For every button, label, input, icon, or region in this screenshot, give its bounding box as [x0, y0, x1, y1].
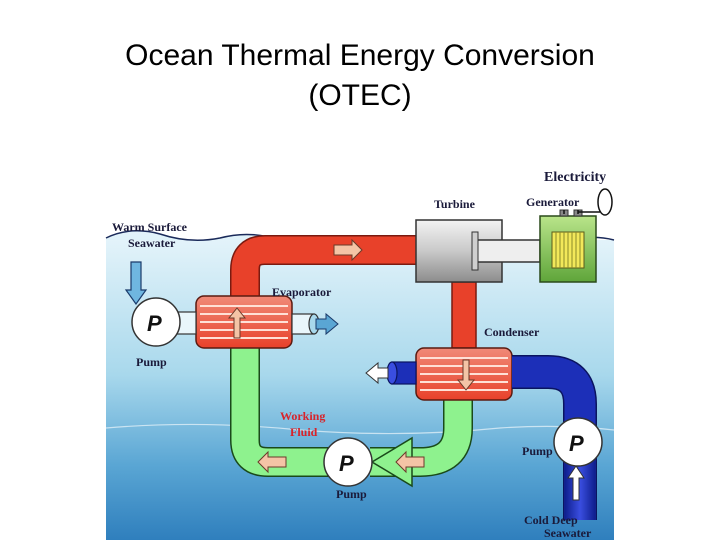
label-pump-working: Pump	[336, 487, 367, 501]
vapor-pipe-evap-to-turbine-fill	[231, 236, 418, 300]
cold-pump: P	[553, 417, 603, 467]
ocean-body	[106, 240, 614, 540]
title-line-1: Ocean Thermal Energy Conversion	[125, 39, 595, 72]
label-pump-cold: Pump	[522, 444, 553, 458]
label-turbine: Turbine	[434, 197, 476, 211]
condenser-flow-arrow	[456, 359, 476, 391]
warm-outlet-arrow	[315, 312, 339, 336]
turbine-shaft-collar	[471, 231, 479, 271]
label-electricity: Electricity	[544, 170, 606, 185]
cold-pump-circle	[553, 417, 603, 467]
electricity-wire	[563, 210, 600, 214]
label-working-fluid-1: Working	[280, 409, 325, 423]
label-cold-deep-2: Seawater	[544, 526, 592, 540]
cold-pump-symbol: P	[569, 431, 584, 456]
turbine	[415, 219, 541, 283]
flow-arrow-liquid-right	[395, 450, 425, 474]
cold-pipe-bend-fill	[512, 356, 596, 520]
flow-arrow-liquid-left	[257, 450, 287, 474]
working-fluid-liquid-loop	[230, 348, 473, 488]
electricity-wire-loop	[597, 188, 613, 216]
condenser	[365, 347, 513, 401]
label-warm-surface-2: Seawater	[128, 236, 176, 250]
title-line-2: (OTEC)	[308, 79, 412, 112]
label-warm-surface-1: Warm Surface	[112, 220, 188, 234]
working-pump-circle	[323, 437, 373, 487]
vapor-pipe-turbine-to-condenser	[451, 281, 477, 349]
label-condenser: Condenser	[484, 325, 540, 339]
working-fluid-pump: P	[323, 437, 373, 487]
generator	[539, 188, 613, 283]
working-pump-symbol: P	[339, 451, 354, 476]
label-generator: Generator	[526, 195, 580, 209]
warm-intake-arrow	[124, 261, 148, 306]
thermocline-line	[105, 423, 615, 435]
slide-title: Ocean Thermal Energy Conversion (OTEC)	[0, 36, 720, 116]
label-cold-deep-1: Cold Deep	[524, 513, 578, 527]
flow-arrow-vapor	[333, 238, 363, 262]
working-fluid-vapor-pipes	[230, 235, 477, 349]
label-evaporator: Evaporator	[272, 285, 332, 299]
warm-pump: P	[131, 297, 181, 347]
cold-intake-arrow	[567, 465, 585, 501]
generator-coil-lines	[555, 232, 581, 268]
cold-outlet-arrow	[365, 361, 389, 385]
label-pump-warm: Pump	[136, 355, 167, 369]
evaporator-flow-arrow	[227, 307, 247, 339]
warm-pump-symbol: P	[147, 311, 162, 336]
evaporator	[171, 295, 339, 349]
turbine-shaft	[475, 239, 541, 263]
warm-pump-circle	[131, 297, 181, 347]
evaporator-tubes	[200, 305, 288, 339]
label-working-fluid-2: Fluid	[290, 425, 318, 439]
